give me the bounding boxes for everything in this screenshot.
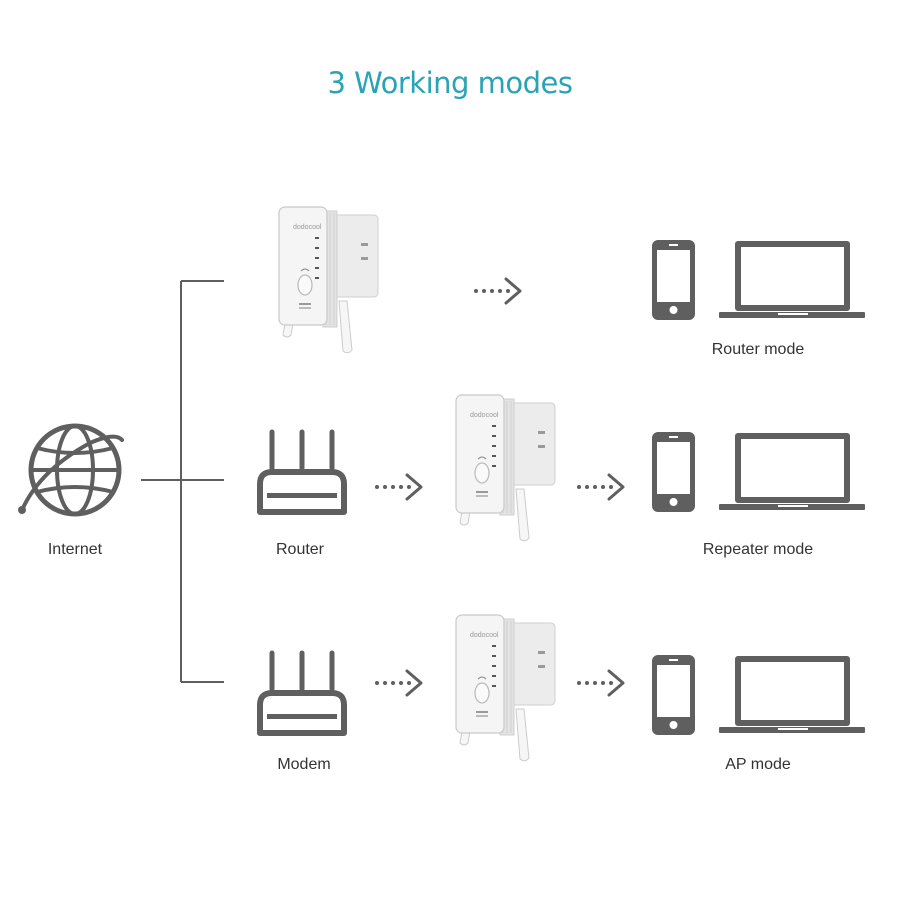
phone-laptop-icon [652,655,865,735]
arrow-right-icon [575,669,625,697]
phone-laptop-icon [652,432,865,512]
arrow-right-icon [373,669,423,697]
device-brand: dodocool [470,632,499,639]
device-brand: dodocool [293,224,322,231]
arrow-right-icon [472,277,522,305]
arrow-right-icon [373,473,423,501]
extender-device-repeater-mode: dodocool [455,394,556,542]
internet-label: Internet [48,541,103,558]
extender-device-ap-mode: dodocool [455,614,556,762]
arrow-right-icon [575,473,625,501]
modem-icon [260,653,344,733]
extender-device-router-mode: dodocool [278,206,379,354]
device-brand: dodocool [470,412,499,419]
phone-laptop-icon [652,240,865,320]
router-mode-label: Router mode [712,341,805,358]
modem-label: Modem [277,756,330,773]
repeater-mode-label: Repeater mode [703,541,813,558]
connector-lines [141,280,224,683]
router-label: Router [276,541,325,558]
ap-mode-label: AP mode [725,756,791,773]
router-icon [260,432,344,512]
globe-icon [18,423,124,517]
diagram-title: 3 Working modes [327,66,572,100]
